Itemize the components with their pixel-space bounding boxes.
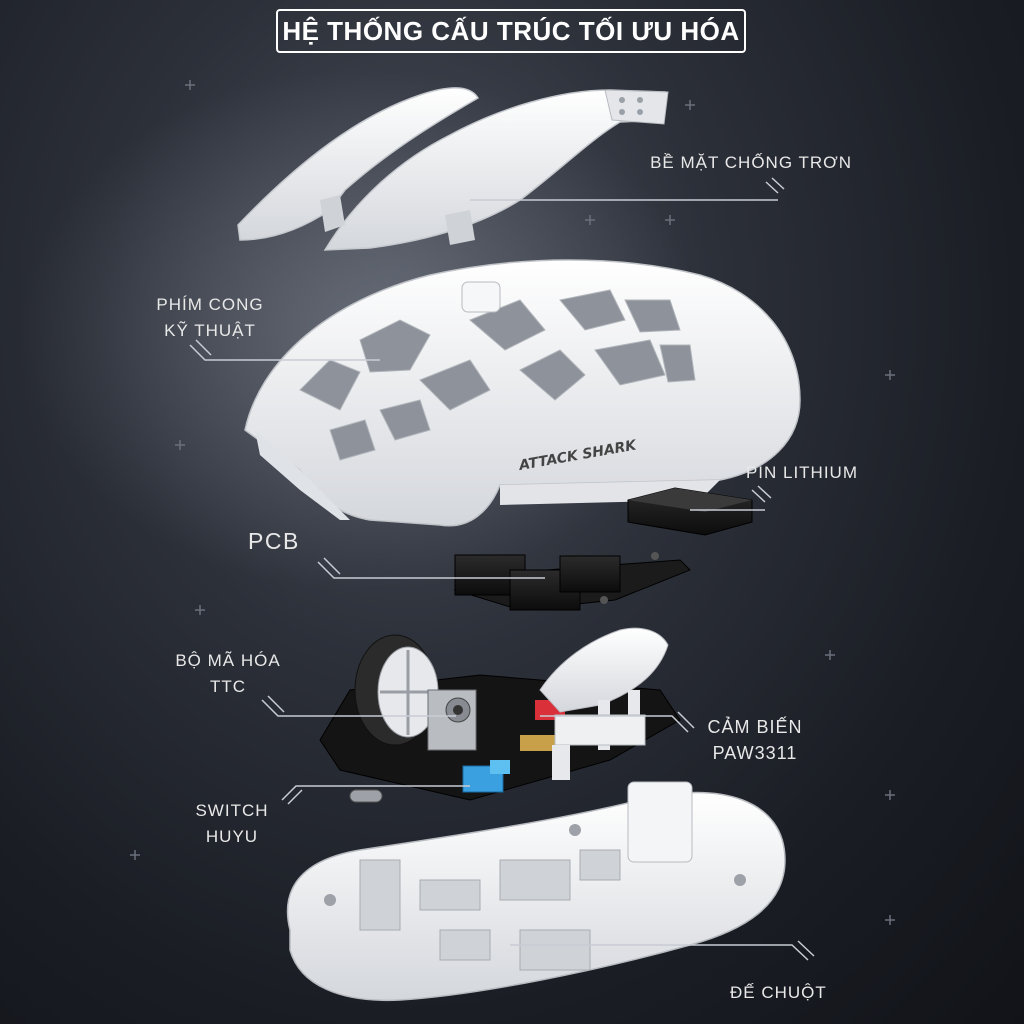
label-encoder-line1: BỘ MÃ HÓA xyxy=(175,651,281,670)
label-battery-text: PIN LITHIUM xyxy=(745,463,858,482)
label-encoder: BỘ MÃ HÓA TTC xyxy=(168,648,288,700)
mouse-wheel-icon xyxy=(354,634,439,746)
callout-keys xyxy=(189,344,380,361)
callout-sensor xyxy=(540,715,689,733)
pcb-board xyxy=(453,552,691,611)
label-battery: PIN LITHIUM xyxy=(720,460,858,486)
page-title-text: HỆ THỐNG CẤU TRÚC TỐI ƯU HÓA xyxy=(282,15,740,46)
battery-pack xyxy=(627,487,753,536)
label-encoder-line2: TTC xyxy=(209,677,247,696)
callout-encoder xyxy=(261,699,456,717)
usb-port-icon xyxy=(349,789,383,803)
label-sensor: CẢM BIẾN PAW3311 xyxy=(690,714,820,766)
label-surface: BỀ MẶT CHỐNG TRƠN xyxy=(620,150,852,176)
main-shell xyxy=(244,259,801,527)
callout-pcb xyxy=(317,561,545,579)
label-pcb-text: PCB xyxy=(248,528,300,554)
label-switch: SWITCH HUYU xyxy=(182,798,282,850)
label-switch-line1: SWITCH xyxy=(195,801,269,820)
label-switch-line2: HUYU xyxy=(205,827,259,846)
page-title: HỆ THỐNG CẤU TRÚC TỐI ƯU HÓA xyxy=(276,9,746,53)
label-keys: PHÍM CONG KỸ THUẬT xyxy=(150,292,270,344)
label-surface-text: BỀ MẶT CHỐNG TRƠN xyxy=(650,153,852,172)
label-keys-line2: KỸ THUẬT xyxy=(164,321,256,340)
mouse-base xyxy=(286,781,786,1002)
label-sensor-line1: CẢM BIẾN xyxy=(707,717,803,737)
callout-base xyxy=(510,944,809,961)
top-grip-cover xyxy=(237,87,669,251)
label-base: ĐẾ CHUỘT xyxy=(730,980,827,1006)
inner-components xyxy=(319,627,681,803)
decorative-plus-marks xyxy=(130,80,895,925)
callout-switch xyxy=(281,785,470,801)
callout-lines xyxy=(189,177,815,961)
label-pcb: PCB xyxy=(248,528,300,554)
label-sensor-line2: PAW3311 xyxy=(712,743,798,763)
label-base-text: ĐẾ CHUỘT xyxy=(730,983,827,1002)
label-keys-line1: PHÍM CONG xyxy=(156,295,264,314)
